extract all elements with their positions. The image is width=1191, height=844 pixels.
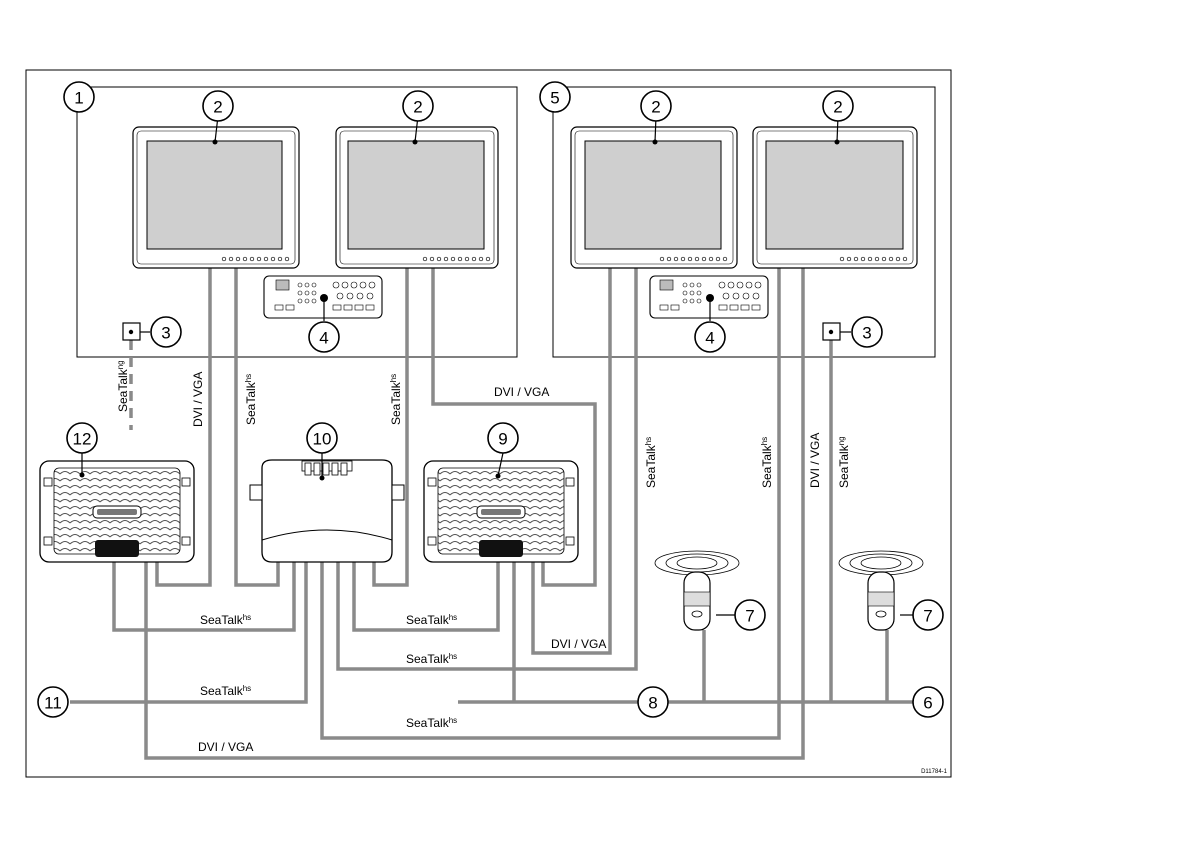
- footer-code: D11784-1: [921, 769, 948, 775]
- callout-7-b: 7: [913, 600, 943, 630]
- callout-3-a: 3: [151, 317, 181, 347]
- svg-text:8: 8: [648, 694, 657, 713]
- label-seatalk-hs-11: SeaTalkhs: [200, 684, 251, 698]
- callout-5: 5: [540, 82, 570, 112]
- label-seatalk-hs-10-9: SeaTalkhs: [406, 613, 457, 627]
- callout-2-b: 2: [403, 91, 433, 121]
- network-switch-10: [250, 460, 404, 562]
- svg-text:9: 9: [498, 430, 507, 449]
- label-seatalk-hs-left-1: SeaTalkhs: [244, 374, 258, 425]
- svg-text:2: 2: [213, 98, 222, 117]
- processor-9: [424, 461, 578, 562]
- label-seatalk-hs-12-10: SeaTalkhs: [200, 613, 251, 627]
- svg-text:2: 2: [651, 98, 660, 117]
- seatalk-ng-device-right-dot: [829, 330, 833, 334]
- thermal-camera-right: [839, 551, 923, 630]
- label-dvi-vga-top: DVI / VGA: [494, 385, 549, 399]
- callout-2-d: 2: [823, 91, 853, 121]
- label-dvi-vga-bottom: DVI / VGA: [198, 740, 253, 754]
- label-seatalk-hs-right-2: SeaTalkhs: [760, 437, 774, 488]
- callout-12: 12: [67, 423, 97, 453]
- svg-text:6: 6: [923, 694, 932, 713]
- label-seatalk-ng-left: SeaTalkng: [116, 360, 130, 412]
- svg-text:2: 2: [833, 98, 842, 117]
- label-seatalk-hs-left-2: SeaTalkhs: [389, 374, 403, 425]
- label-dvi-vga-right: DVI / VGA: [808, 433, 822, 488]
- svg-text:4: 4: [319, 329, 328, 348]
- svg-text:11: 11: [44, 694, 62, 713]
- callout-9: 9: [488, 423, 518, 453]
- svg-text:7: 7: [745, 607, 754, 626]
- svg-text:12: 12: [73, 430, 92, 449]
- display-left-2: [336, 127, 498, 268]
- svg-text:5: 5: [550, 89, 559, 108]
- label-seatalk-hs-bottom: SeaTalkhs: [406, 716, 457, 730]
- label-seatalk-hs-right-1: SeaTalkhs: [644, 437, 658, 488]
- svg-text:4: 4: [705, 329, 714, 348]
- callout-1: 1: [64, 82, 94, 112]
- callout-6: 6: [913, 687, 943, 717]
- keypad-right: [650, 276, 768, 318]
- svg-text:3: 3: [161, 324, 170, 343]
- svg-text:7: 7: [923, 607, 932, 626]
- callout-11: 11: [38, 687, 68, 717]
- callout-8: 8: [638, 687, 668, 717]
- label-seatalk-ng-right: SeaTalkng: [837, 436, 851, 488]
- callout-3-b: 3: [852, 317, 882, 347]
- display-right-2: [753, 127, 917, 268]
- svg-text:2: 2: [413, 98, 422, 117]
- cable-seatalk-hs-11-10: [70, 562, 306, 702]
- svg-text:3: 3: [862, 324, 871, 343]
- callout-2-a: 2: [203, 91, 233, 121]
- callout-7-a: 7: [735, 600, 765, 630]
- callout-4-a: 4: [309, 322, 339, 352]
- thermal-camera-left: [655, 551, 739, 630]
- svg-text:10: 10: [313, 430, 332, 449]
- seatalk-ng-device-left-dot: [129, 330, 133, 334]
- display-right-1: [571, 127, 737, 268]
- label-dvi-vga-9: DVI / VGA: [551, 637, 606, 651]
- displays: [133, 127, 917, 268]
- keypad-left: [264, 276, 382, 318]
- callout-10: 10: [307, 423, 337, 453]
- callout-2-c: 2: [641, 91, 671, 121]
- svg-text:1: 1: [74, 89, 83, 108]
- label-dvi-vga-left: DVI / VGA: [191, 372, 205, 427]
- processor-12: [40, 461, 194, 562]
- label-seatalk-hs-10-right: SeaTalkhs: [406, 652, 457, 666]
- display-left-1: [133, 127, 299, 268]
- callout-4-b: 4: [695, 322, 725, 352]
